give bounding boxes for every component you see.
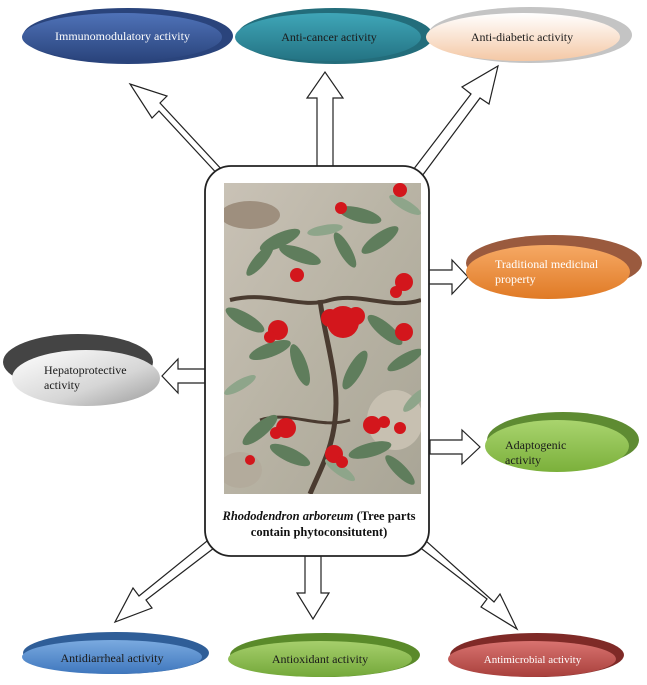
center-caption: Rhododendron arboreum (Tree parts contai… <box>210 508 428 540</box>
label-anticancer: Anti-cancer activity <box>281 30 377 44</box>
pill-hepatoprotective <box>3 334 160 406</box>
arrow-to-antidiarrheal <box>113 540 215 624</box>
label-antidiarrheal: Antidiarrheal activity <box>60 651 164 665</box>
pill-immunomodulatory <box>22 8 233 64</box>
pill-adaptogenic <box>485 412 639 472</box>
label-antimicrobial: Antimicrobial activity <box>483 654 582 666</box>
arrow-to-anticancer <box>305 70 345 171</box>
arrow-to-hepatoprotective <box>161 357 206 395</box>
pill-antioxidant <box>228 633 420 677</box>
label-hepatoprotective: Hepatoprotective activity <box>44 363 127 392</box>
label-antioxidant: Antioxidant activity <box>271 652 369 666</box>
arrow-to-antimicrobial <box>417 539 519 631</box>
caption-description: (Tree parts contain phytoconsitutent) <box>250 509 416 539</box>
pill-antidiarrheal <box>22 632 209 674</box>
arrow-to-traditional <box>424 258 469 296</box>
arrow-to-antioxidant <box>295 555 331 621</box>
pill-antimicrobial <box>448 633 624 677</box>
label-antidiabetic: Anti-diabetic activity <box>470 30 574 44</box>
caption-species: Rhododendron arboreum <box>222 509 354 523</box>
rhododendron-photo <box>224 183 421 494</box>
arrow-to-immunomodulatory <box>128 82 224 181</box>
arrow-to-adaptogenic <box>429 428 481 466</box>
arrow-to-antidiabetic <box>412 64 499 177</box>
pill-antidiabetic <box>426 7 632 63</box>
label-adaptogenic: Adaptogenic activity <box>505 438 567 467</box>
pill-traditional <box>466 235 642 299</box>
pill-anticancer <box>235 8 433 64</box>
label-traditional: Traditional medicinal property <box>495 257 599 286</box>
label-immunomodulatory: Immunomodulatory activity <box>55 29 190 43</box>
